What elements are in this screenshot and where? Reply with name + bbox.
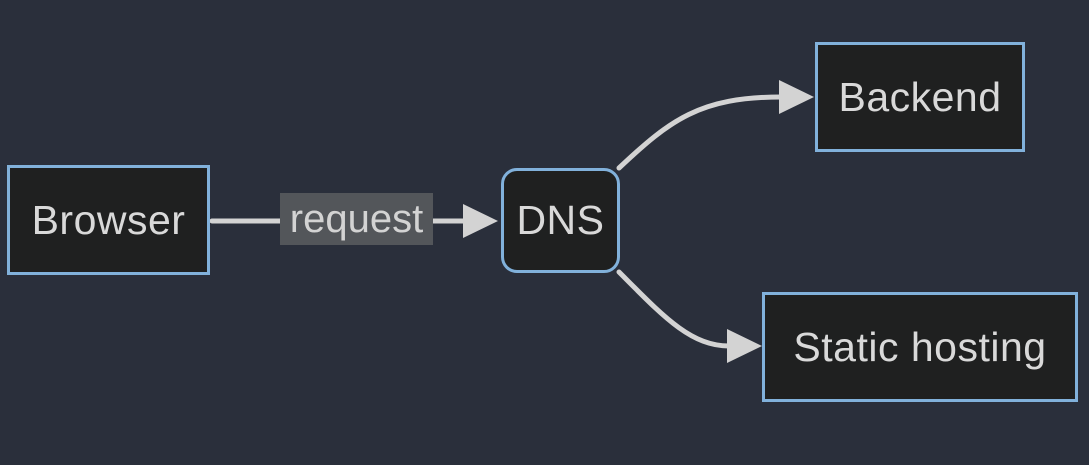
node-browser: Browser <box>7 165 210 275</box>
edge-dns-static-hosting <box>616 269 732 349</box>
edge-label-request: request <box>280 193 433 245</box>
arrowhead-browser-dns <box>463 204 498 238</box>
node-static-hosting-label: Static hosting <box>793 323 1047 370</box>
node-dns: DNS <box>501 168 620 273</box>
edge-label-request-text: request <box>289 196 424 241</box>
node-browser-label: Browser <box>31 196 186 243</box>
edge-dns-backend <box>616 94 784 171</box>
node-static-hosting: Static hosting <box>762 292 1078 402</box>
node-backend-label: Backend <box>838 73 1002 120</box>
arrowhead-dns-backend <box>779 80 814 114</box>
node-backend: Backend <box>815 42 1025 152</box>
arrowhead-dns-static-hosting <box>727 329 762 363</box>
node-dns-label: DNS <box>516 197 605 243</box>
